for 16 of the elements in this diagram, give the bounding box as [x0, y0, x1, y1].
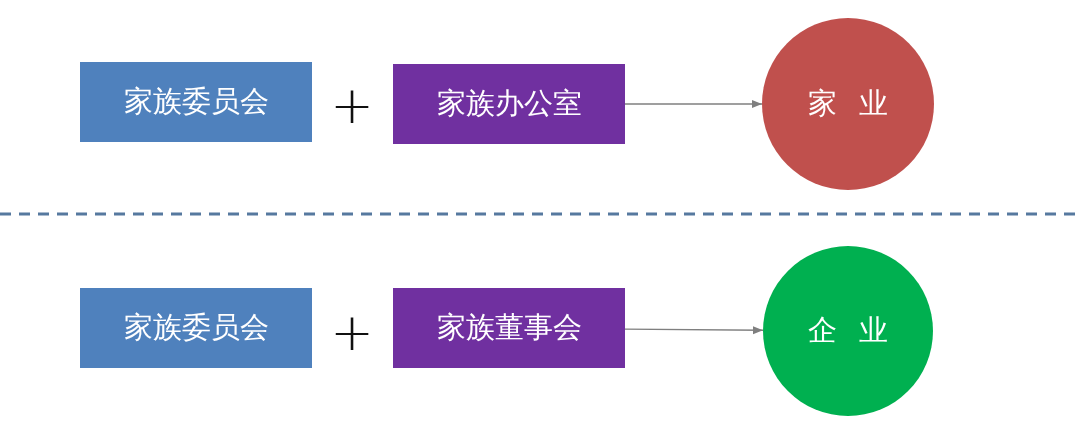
- node-label: 企 业: [807, 312, 894, 349]
- node-label: 家族董事会: [436, 309, 582, 346]
- process-box: [80, 288, 312, 368]
- circle-node: [762, 18, 934, 190]
- circle-node: [763, 246, 933, 416]
- plus-sign: +: [330, 306, 374, 358]
- process-box: [393, 64, 625, 144]
- arrow: [624, 100, 763, 108]
- process-box: [393, 288, 625, 368]
- arrow: [624, 326, 764, 335]
- plus-sign: +: [330, 79, 374, 131]
- node-label: 家族办公室: [436, 85, 582, 122]
- node-label: 家族委员会: [123, 309, 269, 346]
- node-label: 家 业: [807, 85, 894, 122]
- node-label: 家族委员会: [123, 83, 269, 120]
- process-box: [80, 62, 312, 142]
